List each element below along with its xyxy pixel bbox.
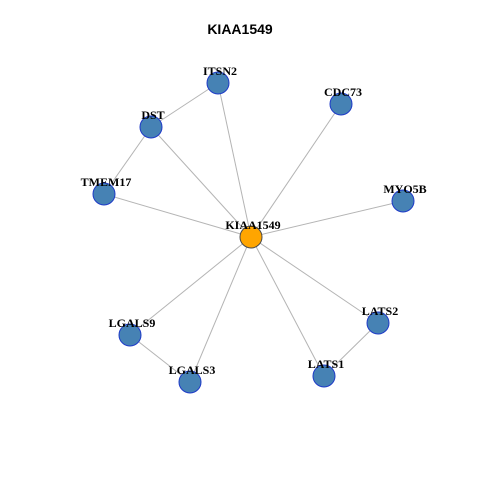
node-label-tmem17: TMEM17 <box>81 175 132 189</box>
edge-lats2-lats1 <box>323 322 379 377</box>
node-label-myo5b: MYO5B <box>383 182 426 196</box>
node-kiaa1549 <box>239 225 263 249</box>
edge-kiaa1549-lats2 <box>250 236 379 324</box>
node-label-lgals9: LGALS9 <box>109 316 156 330</box>
edge-kiaa1549-itsn2 <box>217 82 252 238</box>
edge-kiaa1549-dst <box>150 126 252 238</box>
figure-title: KIAA1549 <box>207 21 273 37</box>
edge-kiaa1549-cdc73 <box>250 103 342 238</box>
node-label-lgals3: LGALS3 <box>169 363 216 377</box>
node-label-dst: DST <box>141 108 164 122</box>
edge-dst-itsn2 <box>150 82 219 128</box>
node-label-lats2: LATS2 <box>362 304 398 318</box>
node-itsn2 <box>206 71 230 95</box>
node-cdc73 <box>329 92 353 116</box>
node-lgals9 <box>118 323 142 347</box>
edge-kiaa1549-tmem17 <box>103 193 252 238</box>
node-lats1 <box>312 364 336 388</box>
edge-lgals9-lgals3 <box>129 334 191 383</box>
node-myo5b <box>391 189 415 213</box>
edge-kiaa1549-lgals3 <box>189 236 252 383</box>
node-label-lats1: LATS1 <box>308 357 344 371</box>
edge-kiaa1549-lats1 <box>250 236 325 377</box>
node-label-itsn2: ITSN2 <box>203 64 237 78</box>
node-dst <box>139 115 163 139</box>
node-label-cdc73: CDC73 <box>324 85 362 99</box>
edge-kiaa1549-myo5b <box>250 200 404 238</box>
edge-layer <box>103 82 404 383</box>
edge-dst-tmem17 <box>103 126 152 195</box>
node-label-kiaa1549: KIAA1549 <box>225 218 280 232</box>
node-layer <box>92 71 415 394</box>
edge-kiaa1549-lgals9 <box>129 236 252 336</box>
node-tmem17 <box>92 182 116 206</box>
node-lgals3 <box>178 370 202 394</box>
node-lats2 <box>366 311 390 335</box>
